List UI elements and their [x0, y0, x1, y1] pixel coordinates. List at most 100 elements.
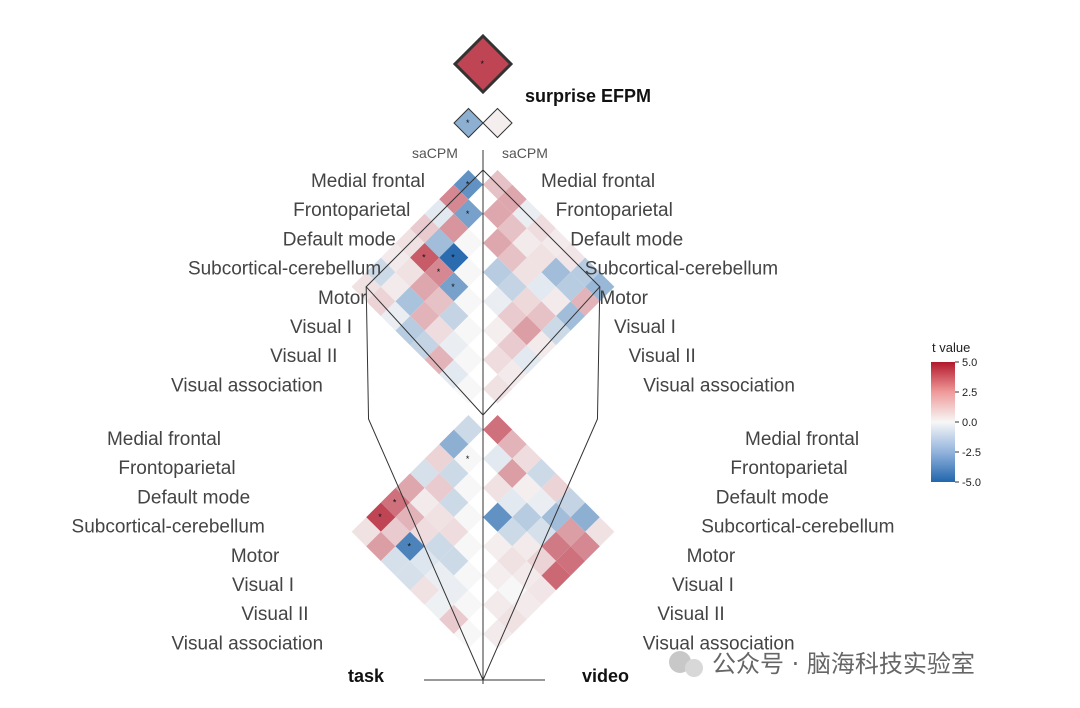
heatmap-frame	[365, 150, 601, 681]
task-lower-cell	[395, 502, 425, 532]
video-lower-cell	[526, 458, 556, 488]
task-upper-label: Default mode	[283, 229, 396, 250]
task-upper-cell	[453, 345, 483, 375]
video-upper-cell	[483, 286, 513, 316]
video-upper-label: Subcortical-cerebellum	[585, 259, 778, 280]
task-upper-label: Visual association	[171, 375, 323, 396]
task-lower-label: Default mode	[137, 487, 250, 508]
task-upper-sig-star: *	[466, 209, 470, 219]
task-upper-cell	[424, 316, 454, 346]
task-lower-cell	[410, 517, 440, 547]
video-upper-cell	[556, 301, 586, 331]
task-lower-outline	[365, 286, 484, 681]
task-lower-cell	[366, 531, 396, 561]
video-upper-cell	[497, 243, 527, 273]
task-upper-cell	[453, 228, 483, 258]
task-lower-cell	[453, 531, 483, 561]
task-lower-cell	[395, 531, 425, 561]
video-upper-cell	[541, 286, 571, 316]
task-upper-cell	[453, 316, 483, 346]
task-lower-cell	[424, 561, 454, 591]
task-upper-label: Visual II	[270, 346, 337, 367]
task-upper-cell	[380, 272, 410, 302]
task-lower-sig-star: *	[393, 498, 397, 508]
video-lower-cell	[526, 517, 556, 547]
task-upper-cell	[410, 243, 440, 273]
task-lower-label: Subcortical-cerebellum	[72, 517, 265, 538]
video-upper-label: Visual I	[614, 317, 676, 338]
video-upper-cell	[570, 286, 600, 316]
sacpm-left-label: saCPM	[412, 145, 458, 161]
task-upper-label: Motor	[318, 288, 367, 309]
task-lower-cell	[410, 488, 440, 518]
video-upper-label: Visual association	[643, 375, 795, 396]
task-upper-label: Subcortical-cerebellum	[188, 259, 381, 280]
task-lower-cell	[453, 415, 483, 445]
task-lower-sig-star: *	[378, 512, 382, 522]
legend-title: t value	[932, 340, 970, 355]
video-lower-label: Default mode	[716, 487, 829, 508]
video-lower-cell	[483, 619, 513, 649]
task-lower-cell	[424, 444, 454, 474]
video-lower-cell	[497, 458, 527, 488]
video-upper-label: Motor	[599, 288, 648, 309]
video-upper-label: Visual II	[629, 346, 696, 367]
legend-colorbar	[931, 362, 955, 482]
video-lower-cell	[497, 604, 527, 634]
watermark-text: 公众号 · 脑海科技实验室	[712, 650, 975, 678]
video-upper-cell	[512, 345, 542, 375]
video-lower-cell	[483, 415, 513, 445]
video-lower-cell	[483, 444, 513, 474]
video-lower-label: Frontoparietal	[730, 458, 847, 479]
task-lower-cell	[410, 458, 440, 488]
task-lower-cell	[380, 488, 410, 518]
legend-tick-label: 5.0	[962, 357, 977, 369]
legend-tick-label: 0.0	[962, 417, 977, 429]
video-lower-label: Medial frontal	[745, 429, 859, 450]
task-lower-cell	[439, 517, 469, 547]
bottom-axis	[424, 676, 545, 684]
task-lower-sig-star: *	[466, 454, 470, 464]
task-lower-cell	[351, 517, 381, 547]
video-lower-cell	[483, 502, 513, 532]
video-lower-label: Visual association	[643, 633, 795, 654]
video-upper-cell	[526, 272, 556, 302]
video-lower-outline	[482, 286, 601, 681]
video-upper-cell	[541, 316, 571, 346]
task-label: task	[348, 666, 385, 686]
task-upper-sig-star: *	[451, 282, 455, 292]
task-lower-cell	[380, 517, 410, 547]
video-upper-cell	[497, 272, 527, 302]
task-upper-cell	[424, 345, 454, 375]
task-lower-cell	[410, 546, 440, 576]
video-upper-cell	[526, 301, 556, 331]
sacpm-task-star: *	[466, 118, 470, 128]
video-lower-cell	[483, 590, 513, 620]
task-lower-cell	[380, 546, 410, 576]
task-lower-cell	[395, 473, 425, 503]
video-lower-cell	[512, 561, 542, 591]
video-upper-cell	[497, 359, 527, 389]
legend-tick-label: -2.5	[962, 447, 981, 459]
video-upper-cell	[526, 330, 556, 360]
video-lower-cell	[483, 531, 513, 561]
video-upper-label: Default mode	[570, 229, 683, 250]
task-upper-cell	[439, 359, 469, 389]
video-lower-cell	[483, 561, 513, 591]
task-lower-cell	[395, 561, 425, 591]
task-lower-cell	[439, 488, 469, 518]
video-upper-cell	[483, 316, 513, 346]
task-upper-cell	[366, 286, 396, 316]
video-lower-cell	[512, 444, 542, 474]
legend-tick-label: -5.0	[962, 477, 981, 489]
task-upper-cell	[453, 374, 483, 404]
task-upper-cell	[439, 243, 469, 273]
video-lower-cell	[526, 575, 556, 605]
video-lower-cell	[541, 473, 571, 503]
video-lower-cell	[585, 517, 615, 547]
task-upper-cell	[410, 330, 440, 360]
task-upper-sig-star: *	[437, 267, 441, 277]
sacpm-task-cell	[453, 107, 484, 139]
video-lower-label: Subcortical-cerebellum	[701, 517, 894, 538]
task-upper-cell	[395, 257, 425, 287]
